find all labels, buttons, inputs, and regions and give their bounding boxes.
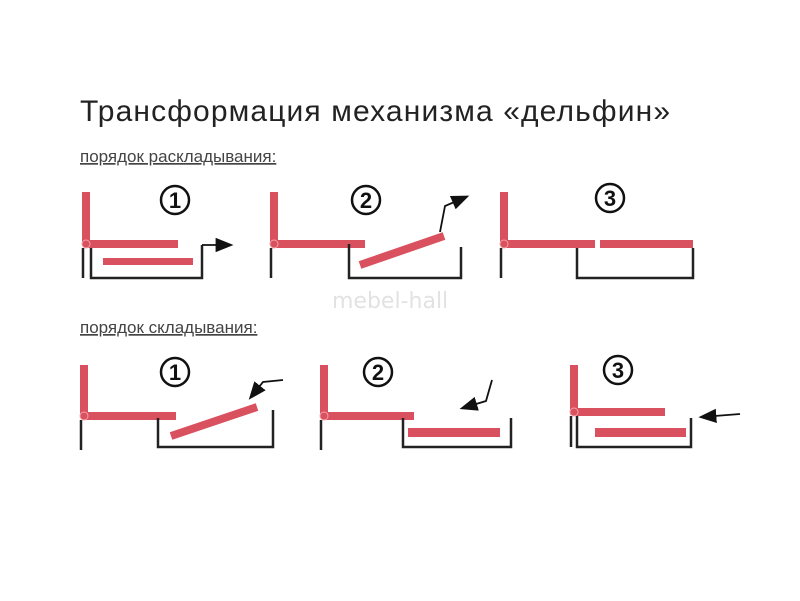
step-number: 2 (360, 188, 372, 213)
folding-step-3: 3 (569, 354, 741, 449)
unfolding-step-1: 1 (81, 184, 234, 280)
step-number: 3 (612, 358, 624, 383)
arrow-icon (698, 408, 741, 424)
step-number: 1 (169, 188, 181, 213)
arrow-icon (439, 195, 470, 233)
diagram-title: Трансформация механизма «дельфин» (80, 95, 670, 128)
folding-step-2: 2 (319, 356, 513, 450)
unfolding-label: порядок раскладывания: (80, 147, 276, 166)
step-number: 1 (169, 360, 181, 385)
folding-step-1: 1 (79, 356, 284, 450)
folding-label: порядок складывания: (80, 318, 257, 337)
step-number: 3 (604, 186, 616, 211)
step-number: 2 (372, 360, 384, 385)
unfolding-step-2: 2 (269, 184, 470, 280)
arrow-icon (459, 379, 493, 411)
arrow-icon (248, 379, 284, 400)
unfolding-step-3: 3 (499, 182, 695, 280)
watermark: mebel-hall (332, 289, 448, 314)
